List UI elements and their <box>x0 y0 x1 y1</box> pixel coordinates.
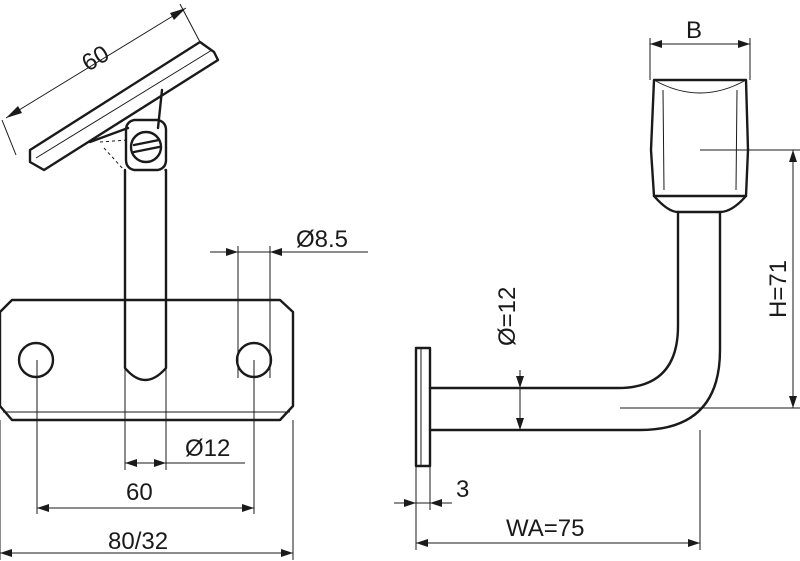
screw-icon <box>129 130 163 164</box>
saddle-cup <box>649 78 750 214</box>
dim-tube-diameter-side: Ø=12 <box>494 287 524 430</box>
dim-plate-width-label: 80/32 <box>108 528 168 555</box>
wall-plate-side <box>414 346 432 468</box>
dim-wall-distance: WA=75 <box>416 515 700 547</box>
side-view: B H=71 Ø=12 3 WA=75 <box>394 17 800 550</box>
dim-tube-diameter-side-label: Ø=12 <box>494 287 521 346</box>
dim-plate-thickness-label: 3 <box>456 476 469 503</box>
front-view: 60 Ø8.5 Ø12 60 80/32 <box>0 3 368 560</box>
hinge-knuckle <box>124 118 168 172</box>
side-extension-lines <box>415 38 751 550</box>
dim-hole-spacing-label: 60 <box>126 479 153 506</box>
dim-height: H=71 <box>765 150 797 408</box>
tilted-saddle-pad <box>28 40 220 172</box>
dim-wall-distance-label: WA=75 <box>506 515 584 542</box>
mounting-hole-left <box>17 341 55 379</box>
dim-hole-diameter: Ø8.5 <box>210 226 368 256</box>
dim-saddle-width-label: B <box>686 17 702 44</box>
dim-pad-length: 60 <box>5 7 187 119</box>
dim-plate-width: 80/32 <box>0 528 293 557</box>
vertical-tube <box>123 168 168 382</box>
dim-hole-diameter-label: Ø8.5 <box>296 226 348 253</box>
wall-plate <box>0 298 295 422</box>
dim-height-label: H=71 <box>765 260 792 318</box>
front-extension-lines <box>0 3 294 560</box>
side-center-lines <box>620 149 800 409</box>
dim-tube-diameter-front: Ø12 <box>125 435 245 467</box>
dim-plate-thickness: 3 <box>394 476 469 507</box>
dim-saddle-width: B <box>650 17 750 48</box>
dim-tube-diameter-front-label: Ø12 <box>185 435 230 462</box>
dim-hole-spacing: 60 <box>37 479 254 512</box>
bent-tube <box>428 210 722 432</box>
